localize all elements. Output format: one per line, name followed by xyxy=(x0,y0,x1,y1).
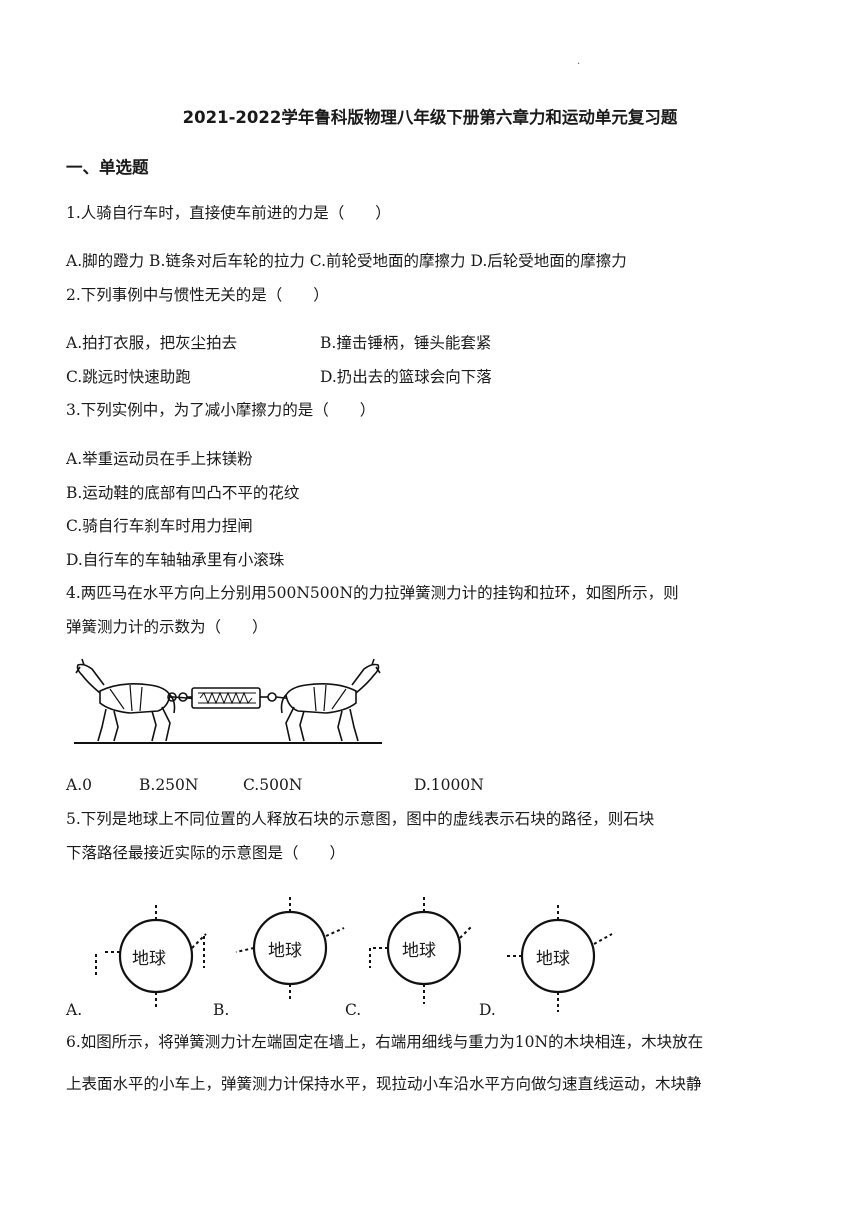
question-5-option-d: D. xyxy=(479,1001,496,1019)
earth-diagram-b-drawing xyxy=(235,894,345,1002)
question-4-option-b: B.250N xyxy=(139,776,199,794)
question-4-stem-line-2: 弹簧测力计的示数为（ ） xyxy=(66,618,268,636)
earth-diagram-c: 地球 xyxy=(362,888,492,1008)
question-3-stem: 3.下列实例中，为了减小摩擦力的是（ ） xyxy=(66,401,376,419)
earth-diagram-d: 地球 xyxy=(496,896,626,1016)
question-2-option-c: C.跳远时快速助跑 xyxy=(66,368,191,386)
question-2-stem: 2.下列事例中与惯性无关的是（ ） xyxy=(66,286,329,304)
earth-diagram-a: 地球 xyxy=(84,896,214,1016)
header-mark: . xyxy=(577,56,581,67)
question-1-stem: 1.人骑自行车时，直接使车前进的力是（ ） xyxy=(66,204,391,222)
question-3-option-c: C.骑自行车刹车时用力捏闸 xyxy=(66,517,253,535)
question-3-option-a: A.举重运动员在手上抹镁粉 xyxy=(66,450,253,468)
earth-label-c: 地球 xyxy=(402,941,436,961)
earth-label-b: 地球 xyxy=(268,941,302,961)
question-3-option-d: D.自行车的车轴轴承里有小滚珠 xyxy=(66,551,285,569)
earth-diagram-c-drawing xyxy=(369,894,473,1004)
question-5-option-b: B. xyxy=(213,1001,230,1019)
question-3-option-b: B.运动鞋的底部有凹凸不平的花纹 xyxy=(66,484,300,502)
question-4-stem-line-1: 4.两匹马在水平方向上分别用500N500N的力拉弹簧测力计的挂钩和拉环，如图所… xyxy=(66,584,679,602)
question-2-option-d: D.扔出去的篮球会向下落 xyxy=(320,368,492,386)
earth-diagram-a-drawing xyxy=(95,904,207,1008)
earth-label-a: 地球 xyxy=(132,949,166,969)
question-5-option-c: C. xyxy=(345,1001,362,1019)
question-5-stem-line-1: 5.下列是地球上不同位置的人释放石块的示意图，图中的虚线表示石块的路径，则石块 xyxy=(66,810,655,828)
earth-label-d: 地球 xyxy=(536,949,570,969)
earth-diagram-b: 地球 xyxy=(232,888,362,1008)
question-6-stem-line-1: 6.如图所示，将弹簧测力计左端固定在墙上，右端用细线与重力为10N的木块相连，木… xyxy=(66,1033,704,1051)
question-2-option-a: A.拍打衣服，把灰尘拍去 xyxy=(66,334,238,352)
question-6-stem-line-2: 上表面水平的小车上，弹簧测力计保持水平，现拉动小车沿水平方向做匀速直线运动，木块… xyxy=(66,1075,702,1093)
question-4-option-c: C.500N xyxy=(243,776,303,794)
question-4-option-a: A.0 xyxy=(66,776,92,794)
question-1-options: A.脚的蹬力 B.链条对后车轮的拉力 C.前轮受地面的摩擦力 D.后轮受地面的摩… xyxy=(66,252,627,270)
question-5-option-a: A. xyxy=(66,1001,83,1019)
page-title: 2021-2022学年鲁科版物理八年级下册第六章力和运动单元复习题 xyxy=(182,108,678,127)
earth-diagram-d-drawing xyxy=(504,902,613,1012)
section-heading: 一、单选题 xyxy=(66,158,149,177)
question-5-stem-line-2: 下落路径最接近实际的示意图是（ ） xyxy=(66,844,346,862)
question-2-option-b: B.撞击锤柄，锤头能套紧 xyxy=(320,334,492,352)
question-4-option-d: D.1000N xyxy=(414,776,484,794)
horses-pulling-spring-scale-figure xyxy=(74,658,382,744)
